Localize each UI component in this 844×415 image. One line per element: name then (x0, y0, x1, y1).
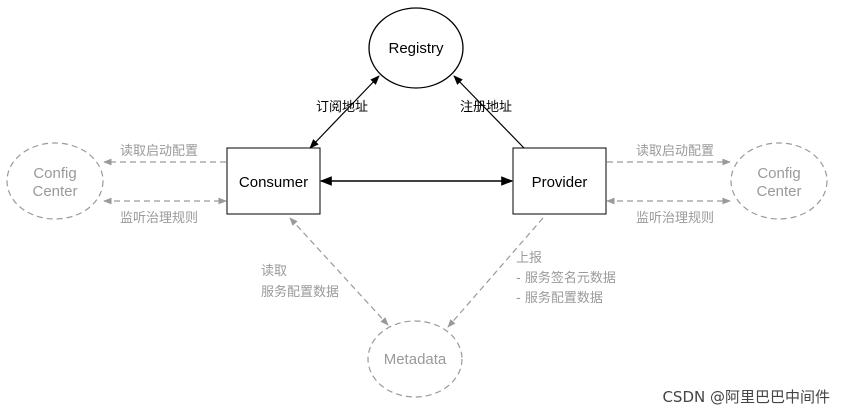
consumer-shape (226, 147, 321, 215)
edge-provider-metadata (447, 217, 544, 328)
edge-label-read-startup-config-right: 读取启动配置 (636, 144, 714, 159)
metadata-node: Metadata (367, 320, 463, 398)
registry-shape (368, 7, 464, 89)
consumer-label: Consumer (239, 174, 308, 191)
config-center-right-node: Config Center (730, 142, 828, 220)
edge-provider-registry (453, 75, 525, 149)
provider-label: Provider (532, 174, 588, 191)
provider-node: Provider (512, 147, 607, 215)
config-center-left-shape (6, 142, 104, 220)
edge-label-register-address: 注册地址 (460, 100, 512, 115)
edge-label-watch-governance-rules-left: 监听治理规则 (120, 211, 198, 226)
registry-label: Registry (388, 40, 444, 57)
edge-label-service-config-data-report: - 服务配置数据 (516, 290, 603, 306)
config-center-left-node: Config Center (6, 142, 104, 220)
edge-label-service-signature-metadata: - 服务签名元数据 (516, 270, 616, 286)
edge-label-report: 上报 (516, 251, 542, 266)
registry-node: Registry (368, 7, 464, 89)
consumer-node: Consumer (226, 147, 321, 215)
edge-label-watch-governance-rules-right: 监听治理规则 (636, 211, 714, 226)
config-center-left-label-line1: Config (33, 165, 76, 182)
metadata-shape (367, 320, 463, 398)
config-center-right-label-line2: Center (756, 183, 801, 200)
config-center-right-shape (730, 142, 828, 220)
edge-consumer-metadata (289, 217, 389, 326)
edge-label-subscribe-address: 订阅地址 (316, 100, 368, 115)
edge-label-read-startup-config-left: 读取启动配置 (120, 144, 198, 159)
provider-shape (512, 147, 607, 215)
config-center-left-label-line2: Center (32, 183, 77, 200)
config-center-right-label-line1: Config (757, 165, 800, 182)
metadata-label: Metadata (384, 351, 447, 368)
watermark-text: CSDN @阿里巴巴中间件 (662, 388, 830, 406)
edge-consumer-registry (309, 75, 380, 149)
edge-label-service-config-data: 服务配置数据 (261, 284, 339, 300)
edge-label-read: 读取 (261, 264, 287, 279)
